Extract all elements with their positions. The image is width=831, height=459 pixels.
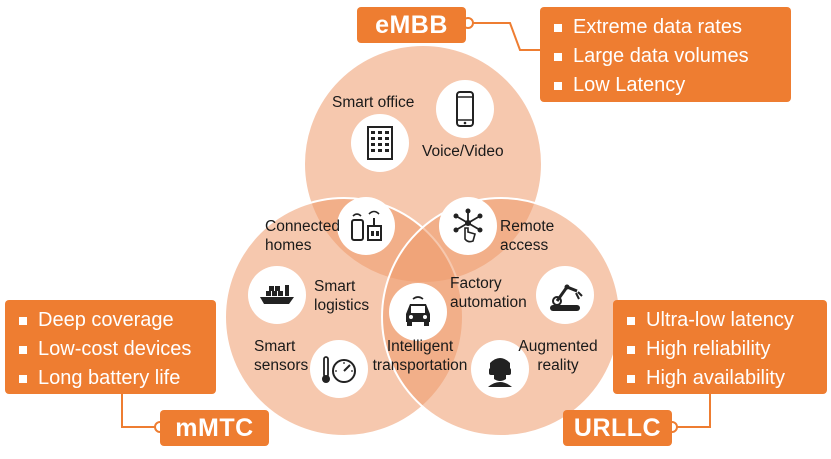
urllc-tag: URLLC [563,410,672,446]
mmtc-feature-item: Low-cost devices [19,335,206,364]
embb-connector [470,22,540,51]
cargo-ship-icon [248,266,306,324]
label-voice-video: Voice/Video [422,143,504,160]
mmtc-connector [121,392,160,428]
car-icon [389,283,447,341]
smartphone-icon [436,80,494,138]
embb-title: eMBB [375,10,448,39]
label-factory-automation: Factory automation [450,275,527,311]
bullet-icon [627,374,635,383]
embb-feature-item: Large data volumes [554,42,781,71]
label-smart-office: Smart office [332,94,415,111]
robot-arm-icon [536,266,594,324]
urllc-title: URLLC [573,413,662,442]
bullet-icon [19,345,27,354]
ar-headset-icon [471,340,529,398]
embb-feature-item: Low Latency [554,71,781,100]
bullet-icon [19,316,27,325]
label-intelligent-transportation: Intelligent transportation [372,338,468,374]
urllc-feature-item: High reliability [627,335,817,364]
bullet-icon [627,345,635,354]
embb-tag: eMBB [357,7,466,43]
bullet-icon [554,52,562,61]
label-smart-sensors: Smart sensors [254,338,309,374]
bullet-icon [554,81,562,90]
label-augmented-reality: Augmented reality [518,338,598,374]
mmtc-title: mMTC [175,413,254,442]
mmtc-feature-item: Deep coverage [19,306,206,335]
bullet-icon [554,23,562,32]
smart-office-icon [351,114,409,172]
mmtc-feature-item: Long battery life [19,364,206,393]
label-smart-logistics: Smart logistics [314,278,370,314]
urllc-connector [672,394,711,428]
mmtc-features-box: Deep coverage Low-cost devices Long batt… [5,300,216,394]
urllc-feature-item: Ultra-low latency [627,306,817,335]
label-connected-homes: Connected homes [265,218,340,254]
gauge-sensor-icon [310,340,368,398]
embb-feature-item: Extreme data rates [554,13,781,42]
bullet-icon [627,316,635,325]
remote-access-icon [439,197,497,255]
urllc-features-box: Ultra-low latency High reliability High … [613,300,827,394]
bullet-icon [19,374,27,383]
label-remote-access: Remote access [500,218,555,254]
connected-home-icon [337,197,395,255]
mmtc-tag: mMTC [160,410,269,446]
urllc-feature-item: High availability [627,364,817,393]
embb-features-box: Extreme data rates Large data volumes Lo… [540,7,791,102]
